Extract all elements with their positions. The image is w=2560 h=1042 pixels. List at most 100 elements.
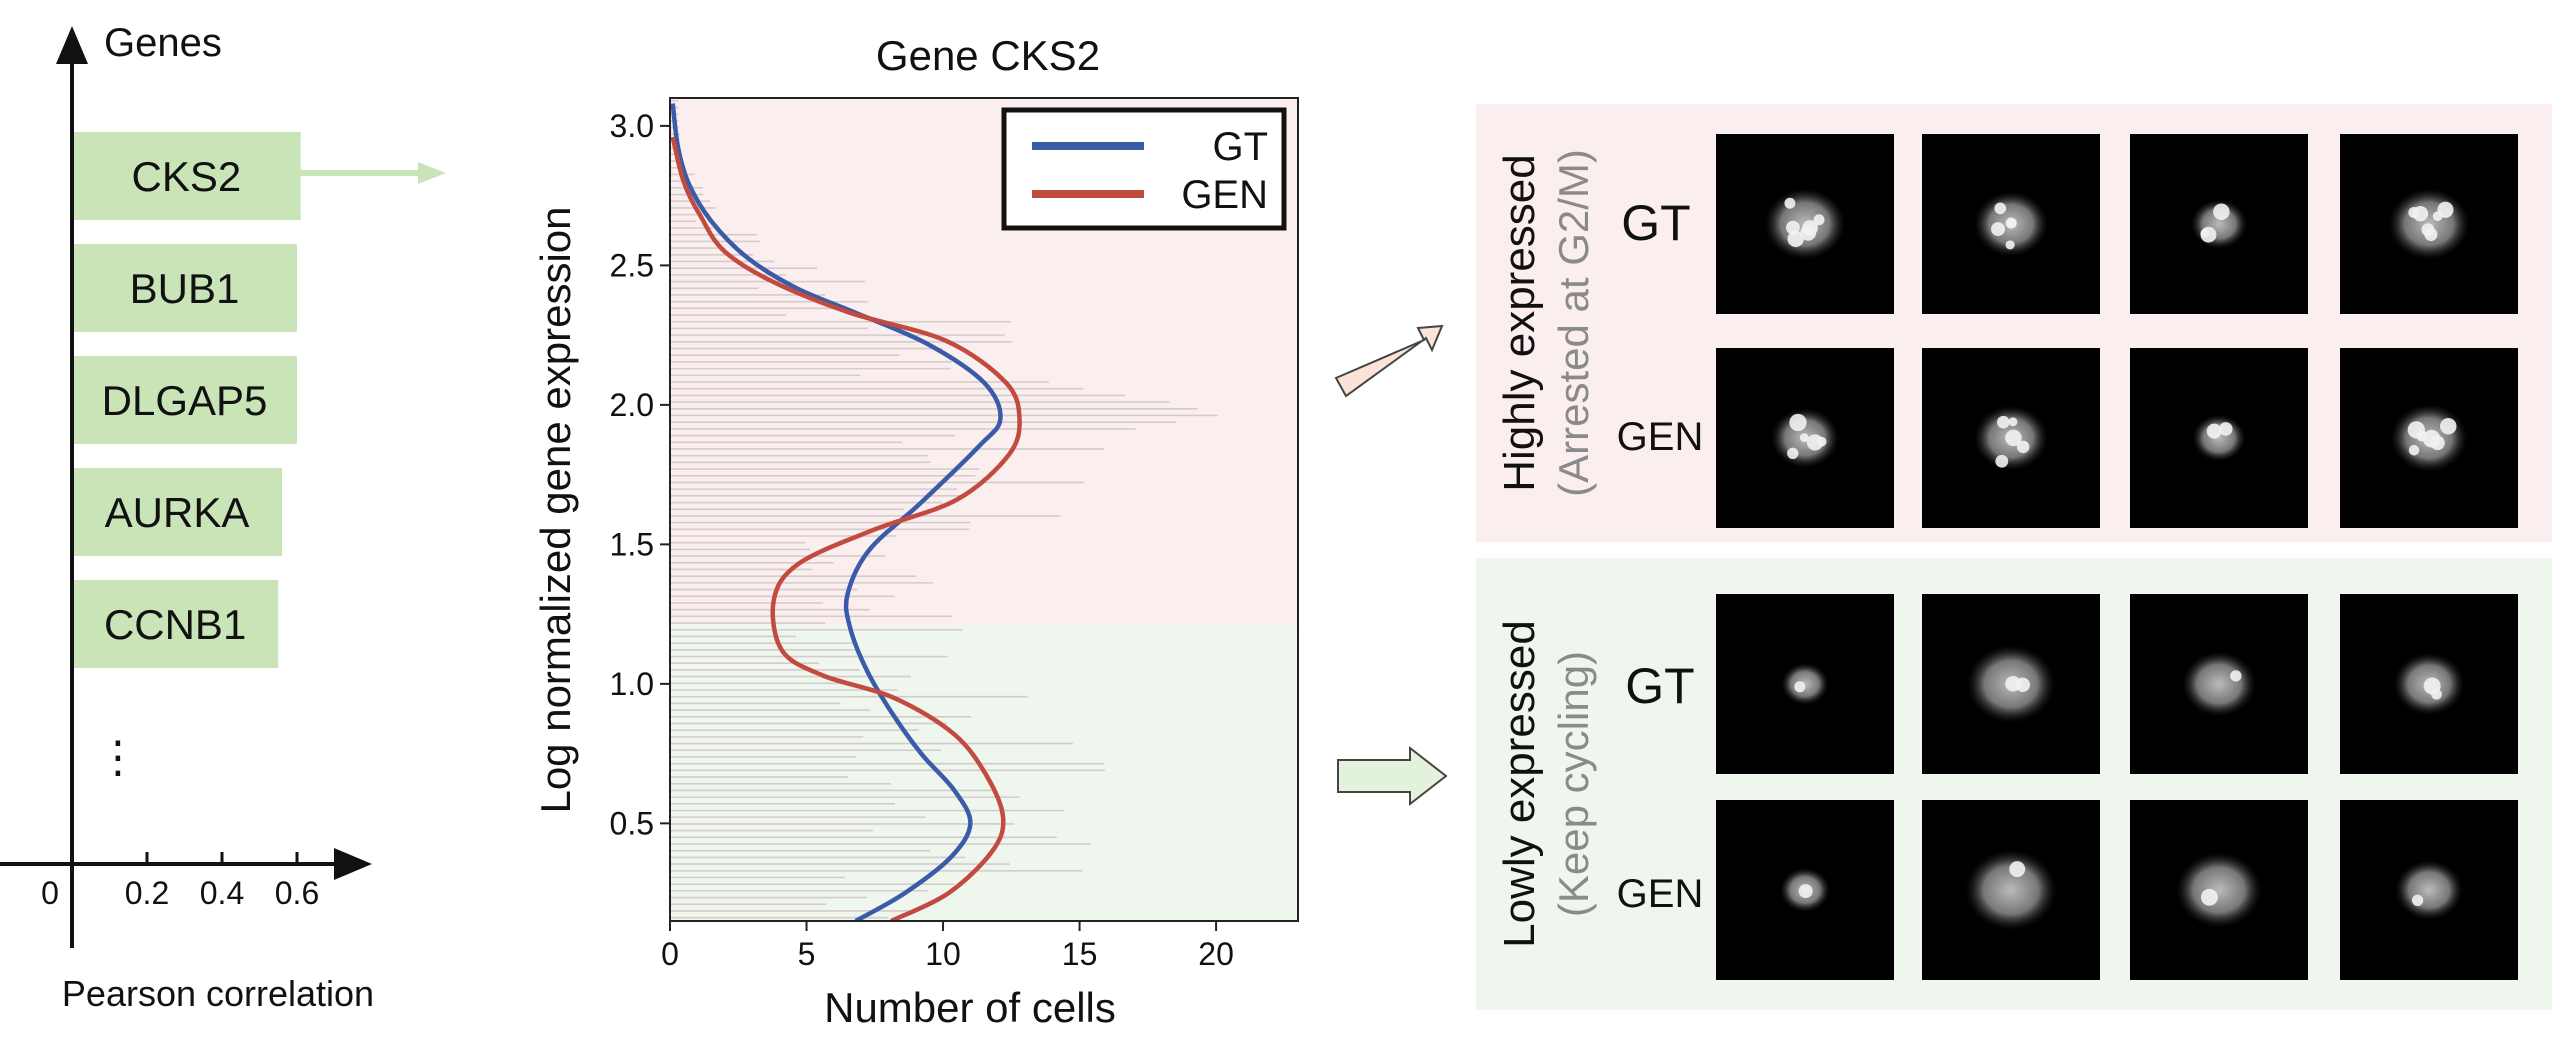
nucleus-spot <box>2200 226 2217 243</box>
density-curve-gt <box>670 103 1003 921</box>
lowly-expressed-subtitle: (Keep cycling) <box>1550 651 1597 917</box>
nucleus-spot <box>2016 440 2030 454</box>
nucleus-spot <box>1995 454 2009 468</box>
gene-bar-dlgap5 <box>72 356 297 444</box>
nucleus-spot <box>1787 230 1804 248</box>
nucleus-spot <box>1997 415 2010 429</box>
y-axis-label: Genes <box>104 21 222 65</box>
y-tick-label: 1.5 <box>610 526 654 562</box>
nucleus-spot <box>2440 418 2457 435</box>
arrow-to-lowly-expressed <box>1337 745 1448 807</box>
highly-expressed-panel: Highly expressed (Arrested at G2/M) GT G… <box>1476 104 2552 542</box>
gene-bar-label-bub1: BUB1 <box>130 265 240 312</box>
x-tick-label: 0 <box>661 936 679 972</box>
low-row-label-gt: GT <box>1625 658 1694 714</box>
gene-bar-label-cks2: CKS2 <box>132 153 242 200</box>
nucleus-spot <box>2213 203 2230 221</box>
legend-box <box>1001 107 1287 231</box>
lowly-expressed-cell-images <box>1716 594 2518 980</box>
cell-image-low-gen-3 <box>2130 800 2308 980</box>
nucleus-spot <box>1806 434 1824 451</box>
cell-image-high-gen-4 <box>2340 348 2518 528</box>
x-tick-label: 10 <box>925 936 961 972</box>
nucleus-spot <box>1798 884 1813 899</box>
nucleus-spot <box>2200 888 2218 906</box>
nucleus-spot <box>2230 670 2242 682</box>
nucleus-spot <box>2005 429 2022 447</box>
y-tick-label: 2.0 <box>610 387 654 423</box>
y-tick-label: 3.0 <box>610 108 654 144</box>
gene-bar-label-dlgap5: DLGAP5 <box>102 377 268 424</box>
x-axis-arrowhead <box>334 848 372 880</box>
cell-image-high-gt-1 <box>1716 134 1894 314</box>
nucleus-spot <box>1799 433 1809 442</box>
gene-bar-bub1 <box>72 244 297 332</box>
y-axis-arrowhead <box>56 26 88 64</box>
cell-image-low-gt-1 <box>1716 594 1894 774</box>
cell-image-low-gen-4 <box>2340 800 2518 980</box>
nucleus-spot <box>1786 220 1800 235</box>
highly-expressed-cell-images <box>1716 134 2518 528</box>
nucleus-spot <box>1784 197 1796 209</box>
more-genes-marker: ⋮ <box>96 733 140 782</box>
gene-bar-aurka <box>72 468 282 556</box>
cell-image-low-gt-2 <box>1922 594 2100 774</box>
nucleus-glow <box>2395 860 2463 920</box>
gene-bar-cks2 <box>72 132 301 220</box>
high-row-label-gen: GEN <box>1617 415 1704 459</box>
x-tick-label: 0.6 <box>275 875 319 911</box>
nucleus-spot <box>2008 417 2018 427</box>
gene-bar-label-ccnb1: CCNB1 <box>104 601 246 648</box>
x-tick-label: 20 <box>1198 936 1234 972</box>
selected-gene-arrow <box>300 162 446 184</box>
nucleus-spot <box>2432 211 2443 222</box>
y-tick-label: 1.0 <box>610 666 654 702</box>
x-tick-label: 0 <box>41 875 59 911</box>
nucleus-spot <box>1794 681 1806 693</box>
lowly-expressed-title: Lowly expressed <box>1495 620 1544 948</box>
nucleus-glow <box>2176 852 2262 928</box>
nucleus-spot <box>2015 677 2030 693</box>
nucleus-spot <box>2423 677 2441 695</box>
nucleus-spot <box>2411 894 2424 906</box>
arrow-to-highly-expressed <box>1334 324 1444 398</box>
nucleus-spot <box>1789 413 1807 432</box>
gene-bar-ccnb1 <box>72 580 279 668</box>
y-tick-label: 0.5 <box>610 805 654 841</box>
x-tick-label: 5 <box>798 936 816 972</box>
nucleus-spot <box>2412 205 2429 222</box>
nucleus-spot <box>2218 422 2233 436</box>
nucleus-glow <box>2182 651 2256 717</box>
nucleus-spot <box>1994 202 2007 215</box>
nucleus-spot <box>1991 222 2005 237</box>
plot-title: Gene CKS2 <box>876 32 1100 79</box>
cell-image-low-gen-1 <box>1716 800 1894 980</box>
nucleus-spot <box>2422 429 2441 448</box>
cell-image-low-gt-3 <box>2130 594 2308 774</box>
density-curves <box>670 103 1022 921</box>
plot-x-label: Number of cells <box>824 984 1116 1031</box>
nucleus-spot <box>1800 224 1817 241</box>
nucleus-spot <box>2408 444 2420 456</box>
cell-image-high-gt-2 <box>1922 134 2100 314</box>
legend-label-gt: GT <box>1212 125 1268 169</box>
nucleus-spot <box>2206 423 2222 439</box>
low-row-label-gen: GEN <box>1617 872 1704 916</box>
gene-bar-label-aurka: AURKA <box>105 489 250 536</box>
y-tick-label: 2.5 <box>610 247 654 283</box>
plot-y-label: Log normalized gene expression <box>532 206 579 813</box>
nucleus-spot <box>1787 447 1799 460</box>
cell-image-high-gt-3 <box>2130 134 2308 314</box>
cell-image-high-gt-4 <box>2340 134 2518 314</box>
highly-expressed-subtitle: (Arrested at G2/M) <box>1550 149 1597 497</box>
cell-image-low-gen-2 <box>1922 800 2100 980</box>
nucleus-glow <box>1781 663 1829 705</box>
nucleus-spot <box>2424 228 2438 242</box>
highly-expressed-title: Highly expressed <box>1495 154 1544 492</box>
plot-frame <box>669 97 1299 922</box>
